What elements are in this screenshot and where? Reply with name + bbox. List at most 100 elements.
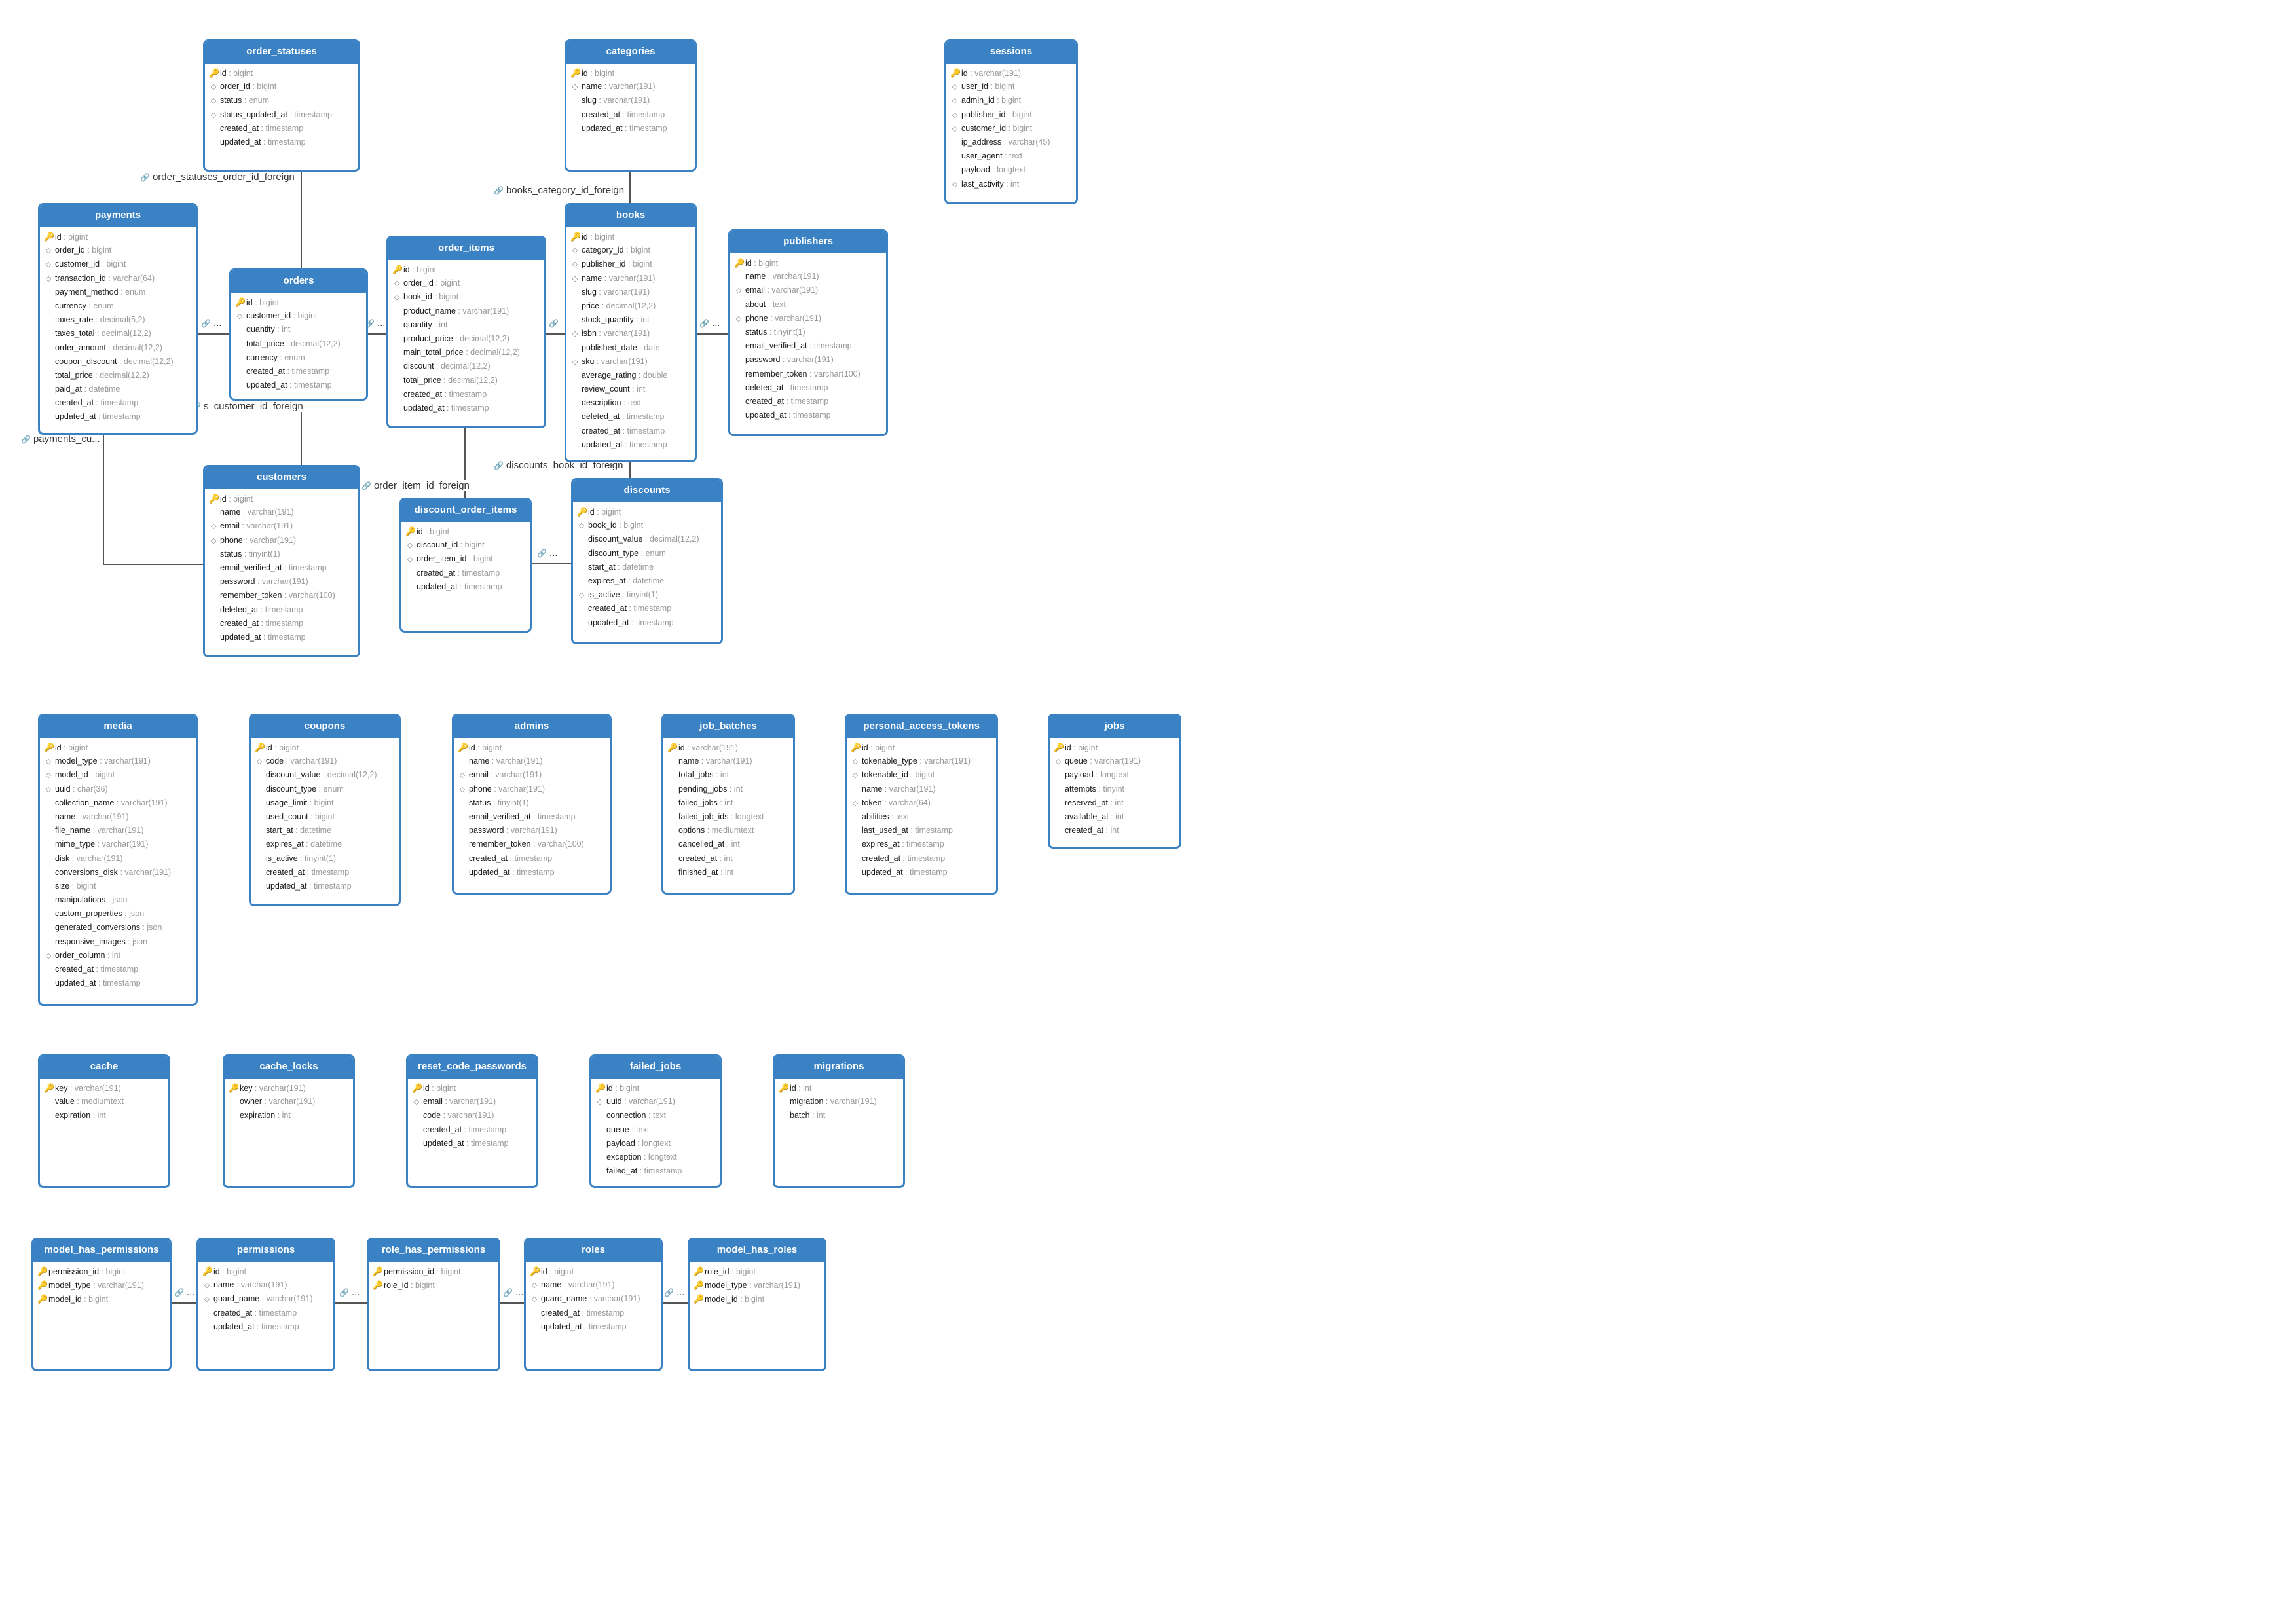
column-row[interactable]: generated_conversions : json — [40, 921, 196, 934]
column-row[interactable]: ◇name : varchar(191) — [526, 1278, 661, 1292]
column-row[interactable]: slug : varchar(191) — [566, 286, 695, 299]
column-row[interactable]: created_at : timestamp — [205, 122, 358, 136]
column-row[interactable]: ◇order_item_id : bigint — [401, 552, 530, 566]
column-row[interactable]: discount_value : decimal(12,2) — [251, 768, 399, 782]
column-row[interactable]: 🔑id : int — [775, 1081, 903, 1095]
column-row[interactable]: updated_at : timestamp — [847, 866, 996, 879]
table-jobs[interactable]: jobs🔑id : bigint◇queue : varchar(191)pay… — [1048, 714, 1181, 849]
column-row[interactable]: 🔑id : bigint — [40, 230, 196, 244]
column-row[interactable]: 🔑id : bigint — [205, 66, 358, 80]
column-row[interactable]: 🔑model_id : bigint — [33, 1292, 170, 1306]
column-row[interactable]: abilities : text — [847, 810, 996, 824]
table-title[interactable]: orders — [231, 270, 366, 293]
column-row[interactable]: collection_name : varchar(191) — [40, 796, 196, 810]
column-row[interactable]: is_active : tinyint(1) — [251, 852, 399, 866]
column-row[interactable]: remember_token : varchar(100) — [454, 838, 610, 851]
column-row[interactable]: 🔑id : bigint — [566, 230, 695, 244]
column-row[interactable]: updated_at : timestamp — [231, 378, 366, 392]
column-row[interactable]: ◇model_type : varchar(191) — [40, 754, 196, 768]
column-row[interactable]: name : varchar(191) — [40, 810, 196, 824]
column-row[interactable]: total_jobs : int — [663, 768, 793, 782]
column-row[interactable]: deleted_at : timestamp — [566, 410, 695, 424]
column-row[interactable]: ◇phone : varchar(191) — [205, 534, 358, 547]
column-row[interactable]: ◇queue : varchar(191) — [1050, 754, 1179, 768]
column-row[interactable]: pending_jobs : int — [663, 783, 793, 796]
column-row[interactable]: ◇order_id : bigint — [40, 244, 196, 257]
relation-label-discounts-book-id-foreign[interactable]: 🔗discounts_book_id_foreign — [492, 460, 625, 471]
column-row[interactable]: 🔑id : varchar(191) — [946, 66, 1076, 80]
column-row[interactable]: quantity : int — [388, 318, 544, 332]
column-row[interactable]: ◇name : varchar(191) — [566, 272, 695, 286]
relation-label-payments-customer[interactable]: 🔗payments_cu... — [20, 434, 102, 445]
column-row[interactable]: updated_at : timestamp — [40, 976, 196, 990]
relation-label-books-category-id-foreign[interactable]: 🔗books_category_id_foreign — [492, 185, 626, 196]
table-title[interactable]: migrations — [775, 1056, 903, 1079]
column-row[interactable]: ◇user_id : bigint — [946, 80, 1076, 94]
column-row[interactable]: created_at : timestamp — [454, 852, 610, 866]
column-row[interactable]: updated_at : timestamp — [573, 616, 721, 630]
table-media[interactable]: media🔑id : bigint◇model_type : varchar(1… — [38, 714, 198, 1006]
column-row[interactable]: created_at : int — [1050, 824, 1179, 838]
table-title[interactable]: roles — [526, 1240, 661, 1262]
column-row[interactable]: 🔑id : bigint — [730, 256, 886, 270]
column-row[interactable]: updated_at : timestamp — [408, 1137, 536, 1151]
column-row[interactable]: status : tinyint(1) — [454, 796, 610, 810]
column-row[interactable]: ◇model_id : bigint — [40, 768, 196, 782]
column-row[interactable]: ◇email : varchar(191) — [205, 519, 358, 533]
column-row[interactable]: ◇uuid : char(36) — [40, 783, 196, 796]
column-row[interactable]: name : varchar(191) — [205, 506, 358, 519]
column-row[interactable]: disk : varchar(191) — [40, 852, 196, 866]
column-row[interactable]: created_at : timestamp — [205, 617, 358, 631]
column-row[interactable]: 🔑id : bigint — [251, 741, 399, 754]
column-row[interactable]: about : text — [730, 298, 886, 312]
column-row[interactable]: updated_at : timestamp — [566, 438, 695, 452]
column-row[interactable]: ◇email : varchar(191) — [730, 284, 886, 297]
table-title[interactable]: discounts — [573, 480, 721, 502]
column-row[interactable]: updated_at : timestamp — [205, 631, 358, 644]
column-row[interactable]: user_agent : text — [946, 149, 1076, 163]
table-categories[interactable]: categories🔑id : bigint◇name : varchar(19… — [565, 39, 697, 172]
column-row[interactable]: ◇book_id : bigint — [388, 290, 544, 304]
table-discount-order-items[interactable]: discount_order_items🔑id : bigint◇discoun… — [399, 498, 532, 633]
column-row[interactable]: created_at : timestamp — [388, 388, 544, 401]
column-row[interactable]: owner : varchar(191) — [225, 1095, 353, 1109]
column-row[interactable]: expires_at : timestamp — [847, 838, 996, 851]
column-row[interactable]: ◇guard_name : varchar(191) — [526, 1292, 661, 1306]
column-row[interactable]: 🔑role_id : bigint — [369, 1278, 498, 1292]
column-row[interactable]: coupon_discount : decimal(12,2) — [40, 355, 196, 369]
column-row[interactable]: order_amount : decimal(12,2) — [40, 341, 196, 355]
column-row[interactable]: ◇publisher_id : bigint — [566, 257, 695, 271]
column-row[interactable]: responsive_images : json — [40, 935, 196, 949]
column-row[interactable]: status : tinyint(1) — [205, 547, 358, 561]
table-order-items[interactable]: order_items🔑id : bigint◇order_id : bigin… — [386, 236, 546, 428]
column-row[interactable]: average_rating : double — [566, 369, 695, 382]
table-title[interactable]: cache_locks — [225, 1056, 353, 1079]
column-row[interactable]: ◇publisher_id : bigint — [946, 108, 1076, 122]
table-title[interactable]: personal_access_tokens — [847, 716, 996, 738]
column-row[interactable]: name : varchar(191) — [730, 270, 886, 284]
column-row[interactable]: ◇isbn : varchar(191) — [566, 327, 695, 341]
column-row[interactable]: usage_limit : bigint — [251, 796, 399, 810]
column-row[interactable]: discount_type : enum — [251, 783, 399, 796]
column-row[interactable]: updated_at : timestamp — [401, 580, 530, 594]
column-row[interactable]: failed_at : timestamp — [591, 1164, 720, 1178]
column-row[interactable]: 🔑id : bigint — [1050, 741, 1179, 754]
table-title[interactable]: jobs — [1050, 716, 1179, 738]
column-row[interactable]: 🔑id : bigint — [526, 1264, 661, 1278]
relation-label-order-item-id-foreign[interactable]: 🔗order_item_id_foreign — [360, 480, 471, 491]
column-row[interactable]: price : decimal(12,2) — [566, 299, 695, 313]
column-row[interactable]: migration : varchar(191) — [775, 1095, 903, 1109]
column-row[interactable]: ◇email : varchar(191) — [408, 1095, 536, 1109]
column-row[interactable]: name : varchar(191) — [847, 783, 996, 796]
relation-label-roles-role-has-permissions[interactable]: 🔗... — [502, 1287, 525, 1298]
column-row[interactable]: 🔑permission_id : bigint — [33, 1264, 170, 1278]
relation-label-order-items-books[interactable]: 🔗 — [547, 318, 563, 329]
column-row[interactable]: ◇book_id : bigint — [573, 519, 721, 532]
column-row[interactable]: 🔑id : bigint — [573, 505, 721, 519]
column-row[interactable]: ◇name : varchar(191) — [566, 80, 695, 94]
column-row[interactable]: ◇guard_name : varchar(191) — [198, 1292, 333, 1306]
column-row[interactable]: updated_at : timestamp — [526, 1320, 661, 1334]
column-row[interactable]: failed_job_ids : longtext — [663, 810, 793, 824]
